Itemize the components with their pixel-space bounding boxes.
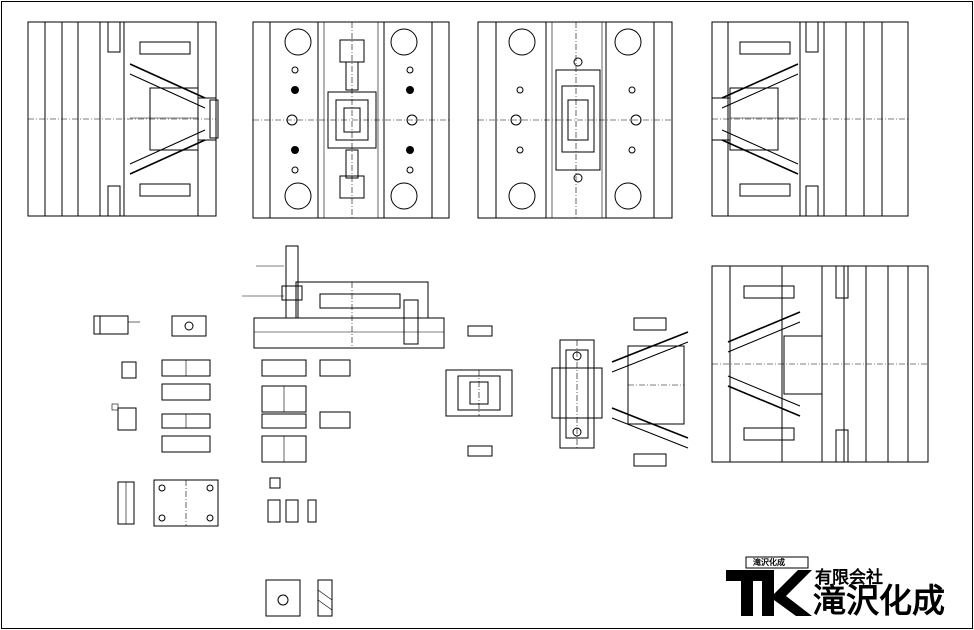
company-type-label: 有限会社 [815, 568, 883, 588]
mold-plan-view-moving-side [477, 21, 673, 219]
tk-logo-mark-icon [726, 556, 812, 616]
company-logo: 滝沢化成 有限会社 滝沢化成 [726, 556, 966, 620]
mold-plan-view-fixed-side [252, 21, 450, 219]
mold-side-section-view-right [711, 21, 909, 217]
small-parts-column-2 [153, 359, 219, 527]
logo-small-company-name: 滝沢化成 [753, 558, 785, 567]
slide-core-assembly-view [611, 317, 689, 467]
mold-side-section-view-left [27, 21, 219, 217]
core-assembly-view [551, 339, 603, 449]
ejector-parts-view [265, 579, 333, 617]
small-parts-column-3 [261, 359, 351, 523]
cavity-plate-view [445, 325, 513, 457]
company-name-label: 滝沢化成 [813, 581, 945, 620]
small-parts-column-1 [93, 315, 207, 525]
mold-front-section-view [242, 245, 445, 349]
mold-side-section-view-bottom-right [711, 265, 929, 463]
